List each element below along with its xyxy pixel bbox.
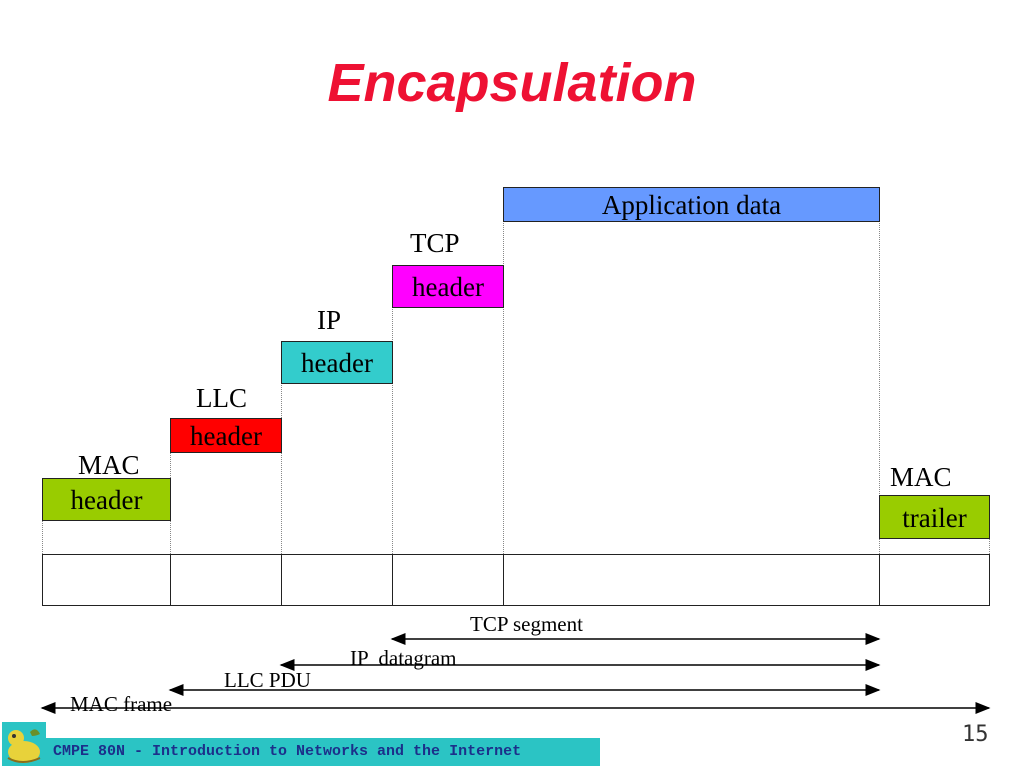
ip-header-text: header — [301, 348, 373, 378]
course-footer: CMPE 80N - Introduction to Networks and … — [43, 738, 600, 766]
tcp-header-box: header — [392, 265, 504, 308]
llc-pdu-label: LLC PDU — [224, 668, 311, 692]
frame-divider — [170, 554, 171, 606]
tcp-header-text: header — [412, 272, 484, 302]
page-number: 15 — [962, 722, 989, 747]
frame-divider — [281, 554, 282, 606]
course-logo-icon — [2, 722, 46, 766]
llc-label: LLC — [196, 383, 247, 413]
ip-datagram-label: IP datagram — [350, 646, 457, 670]
mac-frame-label: MAC frame — [70, 692, 173, 716]
frame-divider — [392, 554, 393, 606]
guide-line — [392, 307, 393, 554]
frame-divider — [879, 554, 880, 606]
guide-line — [989, 538, 990, 554]
frame-row — [42, 554, 990, 606]
mac-trailer-label: MAC — [890, 462, 952, 492]
application-data-text: Application data — [601, 190, 782, 220]
application-data-box: Application data — [503, 187, 880, 222]
llc-header-text: header — [190, 421, 262, 451]
mac-trailer-text: trailer — [902, 503, 967, 533]
mac-header-text: header — [70, 485, 143, 515]
mac-trailer-box: trailer — [879, 495, 990, 539]
ip-header-box: header — [281, 341, 393, 384]
tcp-segment-label: TCP segment — [470, 612, 583, 636]
mac-header-label: MAC — [78, 450, 140, 480]
frame-divider — [503, 554, 504, 606]
guide-line — [503, 221, 504, 554]
ip-label: IP — [317, 305, 342, 335]
guide-line — [281, 383, 282, 554]
mac-header-box: header — [42, 478, 171, 521]
slide-title: Encapsulation — [327, 53, 697, 113]
guide-line — [42, 520, 43, 554]
guide-line — [879, 221, 880, 554]
llc-header-box: header — [170, 418, 282, 453]
tcp-label: TCP — [410, 228, 460, 258]
